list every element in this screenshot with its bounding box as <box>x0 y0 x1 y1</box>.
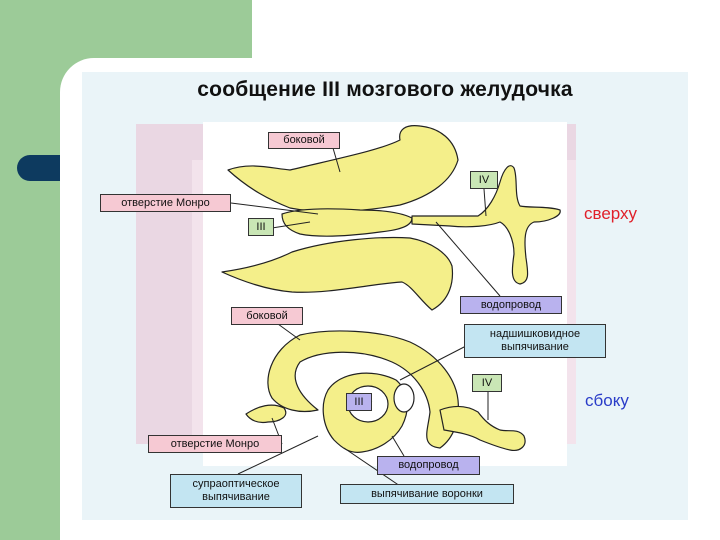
third-ventricle-top <box>281 208 413 237</box>
label-supraoptic: супраоптическое выпячивание <box>170 474 302 508</box>
view-label-top: сверху <box>584 204 638 223</box>
fourth-ventricle-top <box>411 165 561 285</box>
label-monro-top: отверстие Монро <box>100 194 231 212</box>
label-fourth-side: IV <box>472 374 502 392</box>
label-fourth-top: IV <box>470 171 498 189</box>
anterior-horn-side <box>245 404 287 424</box>
view-label-side: сбоку <box>585 391 629 410</box>
label-third-top: III <box>248 218 274 236</box>
label-lateral-side: боковой <box>231 307 303 325</box>
label-infundibulum: выпячивание воронки <box>340 484 514 504</box>
label-aqueduct-top: водопровод <box>460 296 562 314</box>
slide-title: сообщение III мозгового желудочка <box>197 78 573 101</box>
fourth-ventricle-side <box>439 405 526 451</box>
label-monro-side: отверстие Монро <box>148 435 282 453</box>
lateral-ventricle-upper <box>227 125 459 213</box>
lateral-ventricle-side <box>267 330 459 449</box>
lateral-ventricle-lower <box>221 236 454 311</box>
label-aqueduct-side: водопровод <box>377 456 480 475</box>
label-lateral-top: боковой <box>268 132 340 149</box>
label-suprapineal: надшишковидное выпячивание <box>464 324 606 358</box>
label-third-side: III <box>346 393 372 411</box>
